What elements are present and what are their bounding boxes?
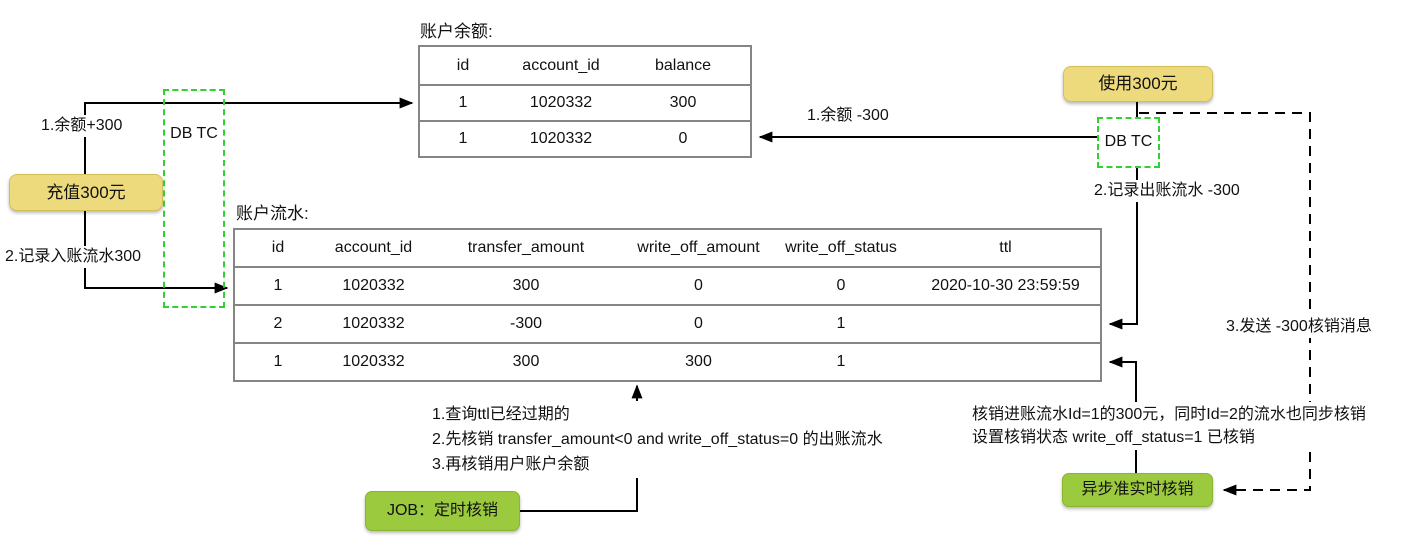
db-tc-label: DB TC	[170, 125, 218, 142]
dashed-arrow-async-message	[1139, 112, 1311, 496]
flow-table-title: 账户流水:	[236, 204, 309, 223]
label-left-step1: 1.余额+300	[38, 115, 126, 137]
label-right-step2: 2.记录出账流水 -300	[1091, 180, 1243, 202]
job-note-line: 3.再核销用户账户余额	[432, 456, 590, 473]
column-header: transfer_amount	[426, 228, 626, 268]
table-row: 2 1020332 -300 0 1	[234, 304, 1101, 344]
column-header: balance	[616, 45, 751, 86]
arrow-outflow-to-flow-row2	[1108, 168, 1138, 330]
table-cell: 2	[234, 304, 321, 344]
column-header: id	[234, 228, 321, 268]
async-note-line: 设置核销状态 write_off_status=1 已核销	[972, 429, 1255, 446]
table-cell: 0	[626, 266, 771, 306]
table-cell: 0	[616, 120, 751, 158]
flow-table: id account_id transfer_amount write_off_…	[233, 228, 1102, 382]
recharge-node: 充值300元	[9, 174, 163, 211]
balance-header-row: id account_id balance	[419, 45, 751, 86]
table-cell	[911, 342, 1101, 382]
job-note-line: 2.先核销 transfer_amount<0 and write_off_st…	[432, 431, 883, 448]
balance-table-title: 账户余额:	[420, 22, 493, 41]
table-cell: 300	[626, 342, 771, 382]
table-cell: 300	[616, 84, 751, 122]
label-right-step3: 3.发送 -300核销消息	[1223, 316, 1375, 338]
table-cell: 1	[234, 266, 321, 306]
table-row: 1 1020332 0	[419, 120, 751, 158]
arrow-recharge-to-balance	[84, 97, 414, 176]
label-right-step1: 1.余额 -300	[804, 105, 892, 127]
table-cell: 1	[234, 342, 321, 382]
async-writeoff-node: 异步准实时核销	[1062, 473, 1213, 507]
job-note: 1.查询ttl已经过期的 2.先核销 transfer_amount<0 and…	[432, 401, 883, 478]
table-cell: 1	[419, 120, 506, 158]
label-left-step2: 2.记录入账流水300	[2, 246, 145, 268]
table-cell: 2020-10-30 23:59:59	[911, 266, 1101, 306]
spend-node: 使用300元	[1063, 66, 1213, 102]
table-cell: 1	[771, 304, 911, 344]
table-cell: 300	[426, 266, 626, 306]
table-cell: 300	[426, 342, 626, 382]
column-header: ttl	[911, 228, 1101, 268]
table-cell: 1020332	[321, 304, 426, 344]
column-header: write_off_amount	[626, 228, 771, 268]
db-transaction-box-right: DB TC	[1097, 117, 1160, 168]
async-note-line: 核销进账流水Id=1的300元，同时Id=2的流水也同步核销	[972, 406, 1366, 423]
table-cell: 1020332	[506, 120, 616, 158]
table-row: 1 1020332 300 0 0 2020-10-30 23:59:59	[234, 266, 1101, 306]
table-cell: 1020332	[321, 266, 426, 306]
arrow-recharge-to-flow-row1	[84, 209, 229, 294]
table-cell: 0	[771, 266, 911, 306]
db-transaction-box-left: DB TC	[163, 89, 225, 308]
table-cell: 1	[419, 84, 506, 122]
job-note-line: 1.查询ttl已经过期的	[432, 406, 570, 423]
column-header: write_off_status	[771, 228, 911, 268]
table-cell: 0	[626, 304, 771, 344]
column-header: account_id	[506, 45, 616, 86]
db-tc-label: DB TC	[1104, 133, 1153, 150]
column-header: account_id	[321, 228, 426, 268]
table-cell: 1	[771, 342, 911, 382]
table-cell: 1020332	[321, 342, 426, 382]
table-cell: -300	[426, 304, 626, 344]
table-row: 1 1020332 300 300 1	[234, 342, 1101, 382]
table-row: 1 1020332 300	[419, 84, 751, 122]
async-note: 核销进账流水Id=1的300元，同时Id=2的流水也同步核销 设置核销状态 wr…	[972, 402, 1400, 450]
table-cell: 1020332	[506, 84, 616, 122]
job-node: JOB：定时核销	[365, 491, 520, 531]
balance-table: id account_id balance 1 1020332 300 1 10…	[418, 45, 752, 158]
table-cell	[911, 304, 1101, 344]
column-header: id	[419, 45, 506, 86]
flow-header-row: id account_id transfer_amount write_off_…	[234, 228, 1101, 268]
